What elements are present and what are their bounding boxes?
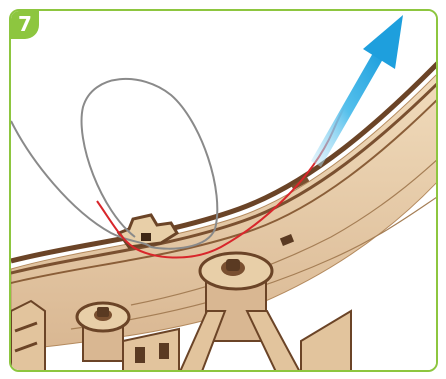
assembly-illustration [11, 11, 438, 372]
notch-hole [141, 233, 151, 241]
peg-lower-left [77, 303, 129, 361]
step-frame: 7 [9, 9, 438, 372]
step-number-badge: 7 [11, 11, 39, 39]
panel-hole-2 [159, 343, 169, 359]
left-support [11, 301, 45, 372]
panel-hole-1 [135, 347, 145, 363]
